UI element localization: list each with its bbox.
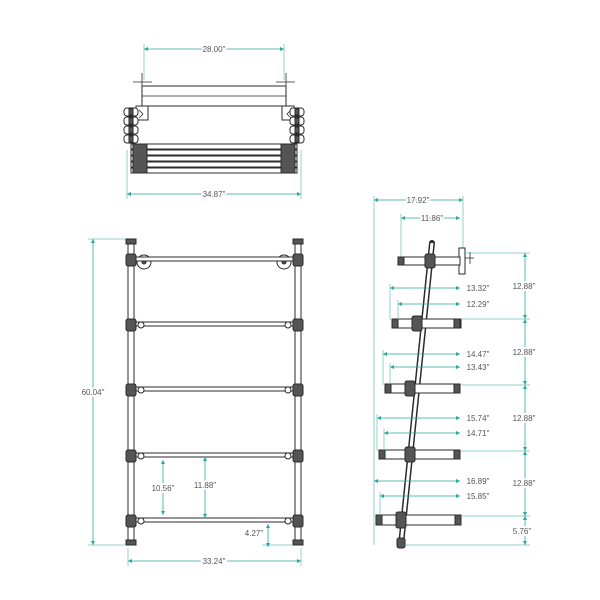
side-depth-label-4: 14.47" — [467, 350, 490, 359]
side-spacing-label-4: 12.88" — [513, 479, 536, 488]
front-shelf-gap-label: 11.88" — [194, 481, 216, 490]
side-depth-label-7: 14.71" — [467, 429, 490, 438]
side-spacing-label-1: 12.88" — [513, 282, 536, 291]
side-depth-label-2: 13.32" — [467, 284, 490, 293]
top-view: 28.00" — [123, 44, 305, 201]
side-bottom-height-label: 5.76" — [513, 527, 532, 536]
top-inner-width-label: 28.00" — [203, 45, 226, 54]
top-overall-width-label: 34.87" — [203, 190, 226, 199]
side-depth-label-1: 11.86" — [421, 214, 443, 223]
top-left-cap-stack — [123, 107, 139, 144]
side-depth-label-3: 12.29" — [467, 300, 490, 309]
side-depth-label-9: 15.85" — [467, 492, 490, 501]
front-view: 60.04" 11.88" 10.56" 4.27" 33.24" — [80, 238, 304, 568]
side-shelf-arms — [375, 253, 462, 549]
side-spacing-label-2: 12.88" — [513, 348, 536, 357]
side-depth-label-8: 16.89" — [467, 477, 490, 486]
front-bottom-offset-label: 4.27" — [245, 529, 264, 538]
side-view: 17.92" 11.86" — [373, 195, 538, 549]
side-top-depth-label: 17.92" — [407, 196, 430, 205]
front-width-label: 33.24" — [203, 557, 226, 566]
side-depth-label-6: 15.74" — [467, 414, 490, 423]
side-depth-label-5: 13.43" — [467, 363, 490, 372]
top-right-cap-stack — [289, 107, 305, 144]
front-inner-gap-label: 10.56" — [152, 484, 175, 493]
side-spacing-label-3: 12.88" — [513, 414, 536, 423]
front-joints — [125, 253, 304, 528]
top-shelf-boards — [130, 143, 298, 174]
front-height-label: 60.04" — [82, 388, 105, 397]
